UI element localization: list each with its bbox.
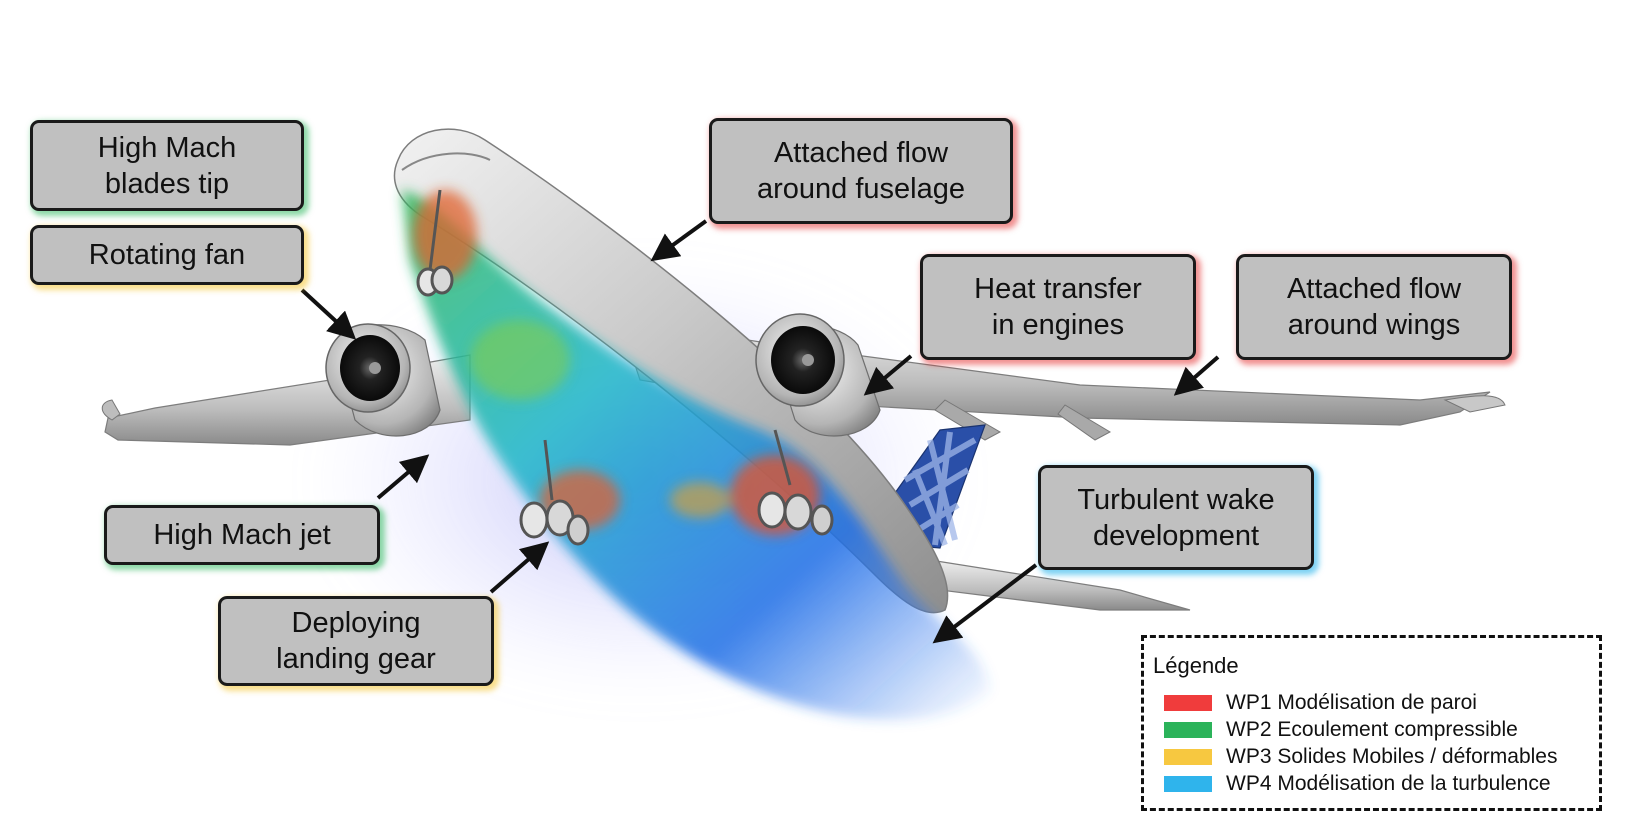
right-winglet xyxy=(1443,395,1506,413)
right-main-landing-gear xyxy=(757,429,834,536)
arrow-wings xyxy=(1173,355,1220,396)
legend-swatch xyxy=(1164,722,1212,738)
callout-line: High Mach xyxy=(97,131,237,164)
callout-line: Rotating fan xyxy=(88,239,246,271)
callout-line: Heat transfer xyxy=(974,273,1142,305)
callout-line: blades tip xyxy=(104,167,230,200)
right-engine xyxy=(755,313,881,437)
callout-line: Deploying xyxy=(291,607,421,639)
callout-line: landing gear xyxy=(276,643,436,675)
arrow-heat-transfer xyxy=(863,354,913,396)
callout-line: Turbulent wake xyxy=(1077,483,1275,516)
callout-line: in engines xyxy=(991,309,1125,341)
callout-line: High Mach jet xyxy=(153,519,331,551)
legend-item-wp4: WP4 Modélisation de la turbulence xyxy=(1164,772,1551,796)
callout-line: development xyxy=(1092,519,1260,552)
callout-line: around wings xyxy=(1287,309,1461,341)
legend-item-wp3: WP3 Solides Mobiles / déformables xyxy=(1164,745,1557,769)
callout-high-mach-blades-tip: High Mach blades tip xyxy=(30,120,304,211)
arrow-fuselage xyxy=(650,219,708,262)
legend-label: WP2 Ecoulement compressible xyxy=(1226,718,1518,741)
callout-attached-flow-fuselage: Attached flow around fuselage xyxy=(709,118,1013,224)
callout-line: Attached flow xyxy=(773,137,949,169)
callout-deploying-landing-gear: Deploying landing gear xyxy=(218,596,494,686)
legend: Légende WP1 Modélisation de paroi WP2 Ec… xyxy=(1141,635,1602,811)
turbulent-flow-region xyxy=(402,190,990,720)
nose-landing-gear xyxy=(416,189,454,297)
legend-swatch xyxy=(1164,695,1212,711)
callout-heat-transfer-engines: Heat transfer in engines xyxy=(920,254,1196,360)
callout-arrows xyxy=(300,219,1220,644)
callout-line: around fuselage xyxy=(757,173,965,205)
arrow-landing-gear xyxy=(489,541,550,594)
callout-attached-flow-wings: Attached flow around wings xyxy=(1236,254,1512,360)
left-winglet xyxy=(101,399,121,421)
callout-line: Attached flow xyxy=(1286,273,1462,305)
callout-high-mach-jet: High Mach jet xyxy=(104,505,380,565)
legend-label: WP4 Modélisation de la turbulence xyxy=(1226,772,1551,795)
legend-label: WP1 Modélisation de paroi xyxy=(1226,691,1477,714)
arrow-high-mach-jet xyxy=(376,454,430,500)
legend-swatch xyxy=(1164,776,1212,792)
legend-item-wp2: WP2 Ecoulement compressible xyxy=(1164,718,1518,742)
legend-title: Légende xyxy=(1153,653,1239,678)
callout-turbulent-wake: Turbulent wake development xyxy=(1038,465,1314,570)
legend-label: WP3 Solides Mobiles / déformables xyxy=(1226,745,1558,768)
legend-swatch xyxy=(1164,749,1212,765)
left-engine xyxy=(325,323,441,437)
arrow-wake xyxy=(932,563,1038,644)
flow-hotspots xyxy=(413,190,820,535)
legend-item-wp1: WP1 Modélisation de paroi xyxy=(1164,691,1477,715)
callout-rotating-fan: Rotating fan xyxy=(30,225,304,285)
flap-fairing-2 xyxy=(1057,404,1112,441)
arrow-rotating-fan xyxy=(300,288,357,340)
left-main-landing-gear xyxy=(519,439,590,546)
